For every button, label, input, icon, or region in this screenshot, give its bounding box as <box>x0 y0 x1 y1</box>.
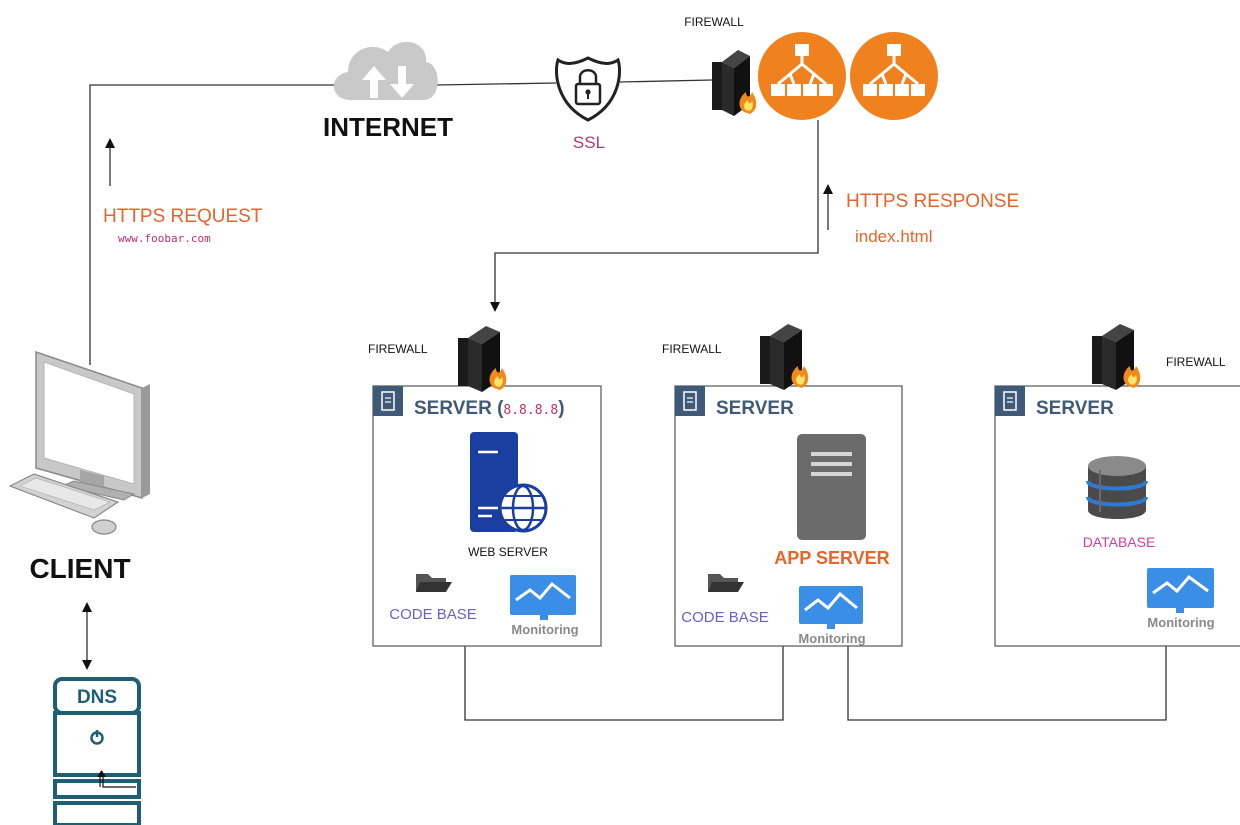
client-internet-line <box>89 84 336 365</box>
server-box <box>674 385 903 647</box>
response-arrowhead <box>823 184 833 194</box>
firewall-icon <box>760 324 809 390</box>
response-file-label: index.html <box>855 227 932 246</box>
monitoring-icon <box>799 586 863 629</box>
cloud-icon <box>333 41 438 100</box>
request-url-label: www.foobar.com <box>118 232 211 245</box>
server-header-icon <box>995 386 1025 416</box>
dns-arrow-down <box>82 660 92 670</box>
firewall-label: FIREWALL <box>662 342 722 356</box>
firewall-icon <box>458 326 507 392</box>
internet-ssl-line <box>435 82 557 86</box>
internet-label: INTERNET <box>323 112 453 142</box>
balancer-server-arrowhead <box>490 302 500 312</box>
svg-text:SERVER (8.8.8.8): SERVER (8.8.8.8) <box>414 398 565 419</box>
arrowheads <box>82 138 833 670</box>
request-arrowhead <box>105 138 115 148</box>
app-db-link <box>847 646 1167 721</box>
app-server-icon <box>797 434 866 540</box>
load-balancer-icon <box>850 32 938 120</box>
load-balancer-icon <box>758 32 846 120</box>
dns-server-icon <box>53 677 141 825</box>
monitoring-label: Monitoring <box>511 622 578 637</box>
server-title: SERVER <box>1036 398 1114 419</box>
web-server-label: WEB SERVER <box>468 545 548 559</box>
firewall-icon <box>1092 324 1141 390</box>
web-app-link <box>464 646 784 721</box>
database-label: DATABASE <box>1083 534 1156 550</box>
app-server-label: APP SERVER <box>774 548 889 568</box>
monitoring-icon <box>510 575 576 620</box>
client-label: CLIENT <box>29 553 130 584</box>
dns-arrow-up <box>82 602 92 612</box>
codebase-label: CODE BASE <box>389 606 477 623</box>
folder-icon <box>708 574 744 592</box>
database-icon <box>1086 456 1148 519</box>
server-title-close: ) <box>558 398 564 419</box>
server-title: SERVER ( <box>414 398 504 419</box>
client-computer-icon <box>8 350 150 535</box>
server-panel-app: SERVER <box>674 385 903 647</box>
top-firewall-label: FIREWALL <box>684 15 744 29</box>
https-request-label: HTTPS REQUEST <box>103 206 263 227</box>
monitoring-label: Monitoring <box>1147 615 1214 630</box>
web-server-icon <box>470 432 548 533</box>
balancer-server-line <box>494 120 819 305</box>
https-response-label: HTTPS RESPONSE <box>846 191 1019 212</box>
firewall-label: FIREWALL <box>1166 355 1226 369</box>
codebase-label: CODE BASE <box>681 609 769 626</box>
firewall-label: FIREWALL <box>368 342 428 356</box>
server-header-icon <box>675 386 705 416</box>
server-title: SERVER <box>716 398 794 419</box>
server-header-icon <box>373 386 403 416</box>
server-ip: 8.8.8.8 <box>503 403 558 418</box>
dns-label: DNS <box>77 687 117 708</box>
ssl-label: SSL <box>573 133 605 152</box>
connector-lines <box>86 79 1167 721</box>
ssl-firewall-line <box>619 79 713 83</box>
monitoring-icon <box>1147 568 1214 613</box>
monitoring-label: Monitoring <box>798 631 865 646</box>
ssl-shield-icon <box>554 56 622 122</box>
folder-icon <box>416 574 452 592</box>
top-firewall-icon <box>712 50 757 116</box>
